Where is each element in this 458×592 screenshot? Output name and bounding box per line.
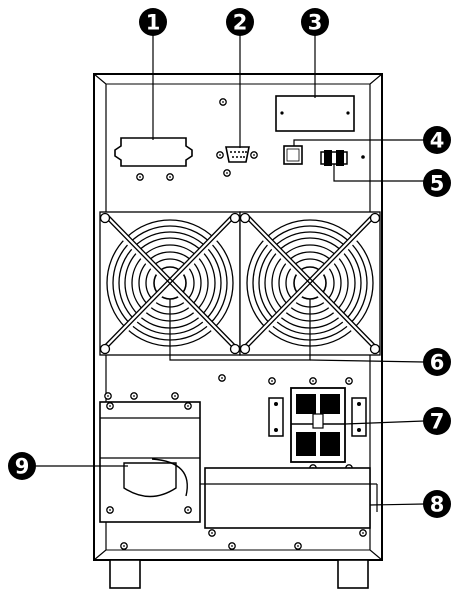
usb-port	[283, 145, 303, 165]
fan-guard-icon	[99, 211, 241, 356]
db9-port-icon	[216, 98, 258, 177]
callout-badge-9: 9	[8, 452, 36, 480]
terminal-cover	[197, 467, 378, 550]
callout-label: 2	[233, 11, 248, 35]
leader-6	[309, 359, 425, 363]
leader-5	[333, 164, 424, 182]
callout-label: 5	[430, 172, 445, 196]
callout-label: 3	[308, 11, 323, 35]
callout-badge-3: 3	[301, 8, 329, 36]
callout-badge-4: 4	[423, 126, 451, 154]
leader-7	[344, 420, 425, 425]
callout-badge-8: 8	[423, 490, 451, 518]
callout-label: 9	[15, 455, 30, 479]
callout-label: 6	[430, 351, 445, 375]
leader-lines	[36, 34, 425, 506]
cable-entry-panel	[99, 392, 201, 550]
callout-label: 1	[146, 11, 161, 35]
main-breaker	[268, 377, 367, 472]
callout-label: 7	[430, 410, 445, 434]
callout-badge-6: 6	[423, 348, 451, 376]
callout-badge-2: 2	[226, 8, 254, 36]
leader-8	[369, 503, 425, 506]
callouts: 1 2 3 4 5 6 7 8	[8, 8, 451, 518]
fan-bracket-line	[169, 299, 311, 361]
foot-left	[109, 559, 141, 589]
intelligent-slot-cover	[114, 137, 193, 181]
callout-badge-7: 7	[423, 407, 451, 435]
foot-right	[337, 559, 369, 589]
upper-cover-plate	[275, 95, 355, 132]
cable-gland-opening	[123, 462, 177, 498]
fan-assembly	[99, 211, 380, 382]
callout-badge-5: 5	[423, 169, 451, 197]
callout-label: 4	[430, 129, 445, 153]
callout-label: 8	[430, 493, 445, 517]
leader-4	[293, 139, 424, 146]
callout-badge-1: 1	[139, 8, 167, 36]
